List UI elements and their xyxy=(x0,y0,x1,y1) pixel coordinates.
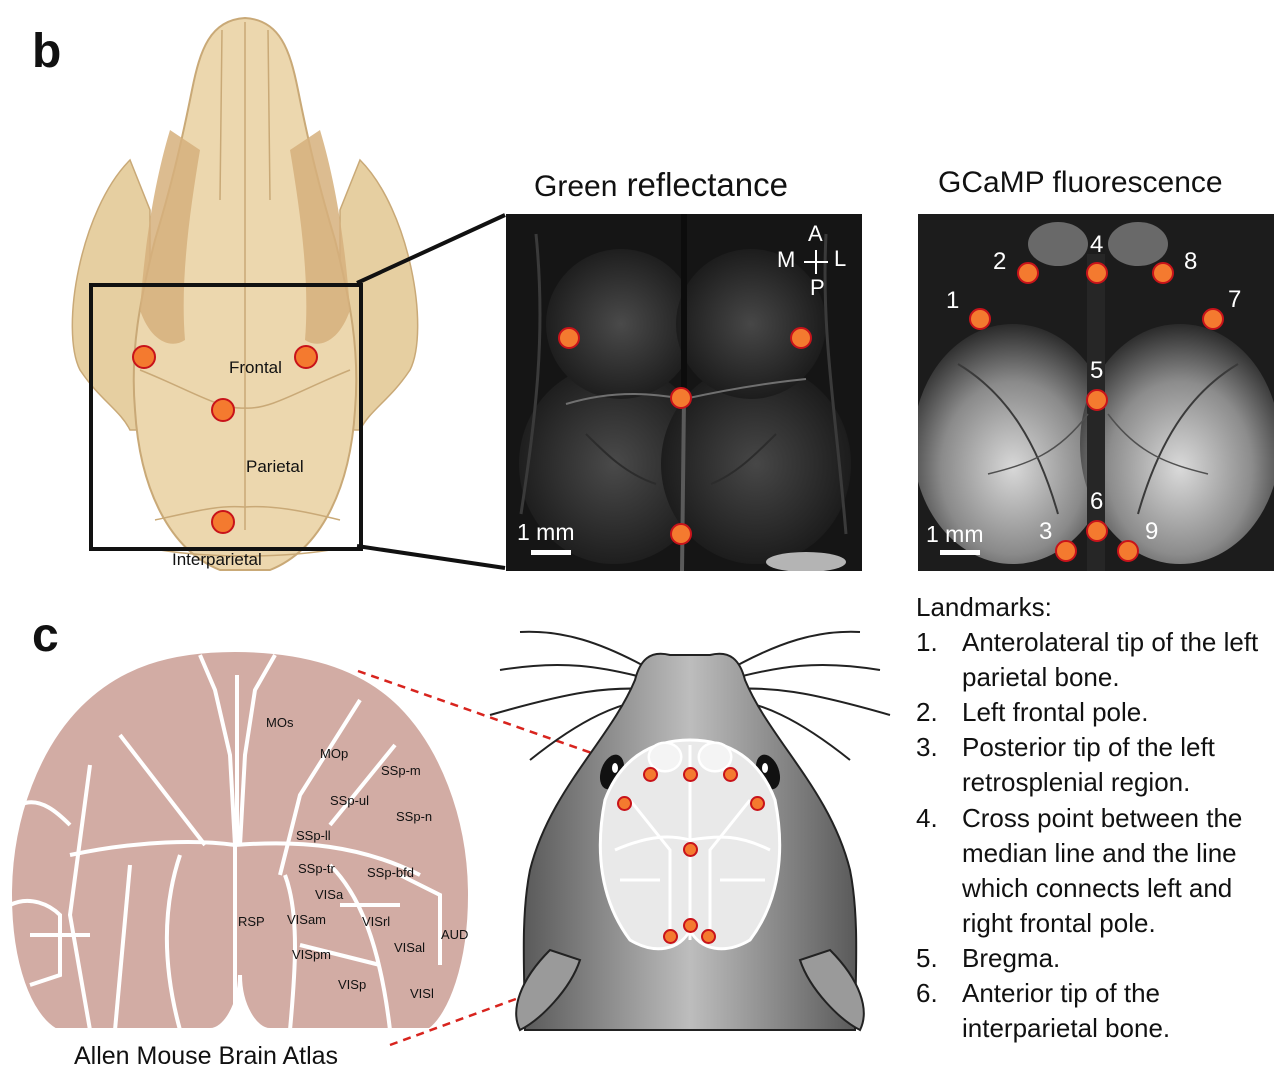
atlas-label-visp: VISp xyxy=(338,977,367,992)
mouse-marker xyxy=(663,929,678,944)
landmark-item: 3. Posterior tip of the left retrosplenia… xyxy=(916,730,1272,800)
gcamp-marker xyxy=(1202,308,1224,330)
gcamp-marker xyxy=(1152,262,1174,284)
atlas-label-ssp-n: SSp-n xyxy=(396,809,433,824)
landmark-number: 3. xyxy=(916,732,938,763)
roi-box xyxy=(89,283,363,551)
landmark-text: Left frontal pole. xyxy=(962,697,1149,728)
gcamp-marker xyxy=(1117,540,1139,562)
atlas-map xyxy=(7,647,473,1032)
atlas-label-rsp: RSP xyxy=(238,914,265,929)
atlas-label-mos: MOs xyxy=(266,715,294,730)
orientation-medial: M xyxy=(777,247,796,272)
mouse-head-illustration xyxy=(489,630,891,1032)
gcamp-marker xyxy=(1086,262,1108,284)
frontal-label: Frontal xyxy=(229,358,282,377)
panel-b-label: b xyxy=(32,25,62,78)
landmark-item: 2. Left frontal pole. xyxy=(916,695,1272,730)
landmark-number: 6. xyxy=(916,978,938,1009)
gcamp-marker-label-9: 9 xyxy=(1145,518,1159,545)
title-part-2: reflectance xyxy=(626,166,788,203)
atlas-caption: Allen Mouse Brain Atlas xyxy=(74,1042,339,1070)
landmark-item: 6. Anterior tip of the interparietal bone… xyxy=(916,976,1272,1046)
gcamp-title: GCaMP fluorescence xyxy=(938,166,1223,199)
atlas-label-ssp-m: SSp-m xyxy=(381,763,421,778)
orientation-anterior: A xyxy=(808,221,823,246)
mouse-marker xyxy=(617,796,632,811)
gcamp-marker xyxy=(1055,540,1077,562)
interparietal-label: Interparietal xyxy=(172,550,262,569)
title-part-1: Green xyxy=(534,170,618,203)
landmark-text: Posterior tip of the left retrosplenial … xyxy=(962,732,1215,798)
gcamp-marker-label-4: 4 xyxy=(1090,231,1104,258)
landmarks-items: 1. Anterolateral tip of the left parietal… xyxy=(916,625,1272,1046)
gcamp-marker xyxy=(1086,389,1108,411)
gcamp-marker-label-7: 7 xyxy=(1228,286,1242,313)
mouse-marker xyxy=(683,918,698,933)
scale-bar-gcamp xyxy=(940,550,980,555)
landmarks-heading: Landmarks: xyxy=(916,592,1052,622)
landmark-item: 5. Bregma. xyxy=(916,941,1272,976)
gcamp-marker-label-3: 3 xyxy=(1039,518,1053,545)
atlas-label-visrl: VISrl xyxy=(362,914,391,929)
landmark-number: 2. xyxy=(916,697,938,728)
skull-marker xyxy=(132,345,156,369)
atlas-label-visal: VISal xyxy=(394,940,426,955)
mouse-marker xyxy=(723,767,738,782)
atlas-label-ssp-ll: SSp-ll xyxy=(296,828,331,843)
skull-marker xyxy=(211,510,235,534)
gcamp-marker xyxy=(969,308,991,330)
landmarks-list: Landmarks: 1. Anterolateral tip of the le… xyxy=(916,590,1272,1046)
orientation-cross xyxy=(804,250,828,274)
orientation-lateral: L xyxy=(834,246,847,271)
atlas-label-vispm: VISpm xyxy=(292,947,332,962)
green-reflectance-title: Green reflectance xyxy=(534,168,788,202)
landmark-number: 5. xyxy=(916,942,938,973)
mouse-marker xyxy=(643,767,658,782)
scale-label-green: 1 mm xyxy=(517,519,575,545)
skull-marker xyxy=(211,398,235,422)
atlas-label-mop: MOp xyxy=(320,746,349,761)
parietal-label: Parietal xyxy=(246,457,304,476)
mouse-marker xyxy=(683,767,698,782)
mouse-marker xyxy=(750,796,765,811)
orientation-posterior: P xyxy=(810,275,825,300)
panel-c-label: c xyxy=(32,609,59,662)
atlas-label-ssp-bfd: SSp-bfd xyxy=(367,865,414,880)
landmark-text: Anterolateral tip of the left parietal b… xyxy=(962,627,1259,693)
gcamp-marker-label-8: 8 xyxy=(1184,248,1198,275)
landmark-number: 1. xyxy=(916,627,938,658)
atlas-label-ssp-ul: SSp-ul xyxy=(330,793,370,808)
gcamp-marker-label-1: 1 xyxy=(946,287,960,314)
reflectance-marker xyxy=(670,523,692,545)
landmark-text: Cross point between the median line and … xyxy=(962,802,1243,938)
scale-bar-green xyxy=(531,550,571,555)
gcamp-marker-label-5: 5 xyxy=(1090,357,1104,384)
gcamp-marker xyxy=(1086,520,1108,542)
landmark-number: 4. xyxy=(916,802,938,833)
atlas-label-aud: AUD xyxy=(441,927,469,942)
atlas-label-visam: VISam xyxy=(287,912,327,927)
gcamp-marker xyxy=(1017,262,1039,284)
mouse-marker xyxy=(683,842,698,857)
landmark-item: 1. Anterolateral tip of the left parietal… xyxy=(916,625,1272,695)
landmark-item: 4. Cross point between the median line an… xyxy=(916,801,1272,941)
atlas-label-visl: VISl xyxy=(410,986,434,1001)
atlas-label-ssp-tr: SSp-tr xyxy=(298,861,335,876)
gcamp-marker-label-2: 2 xyxy=(993,248,1007,275)
skull-marker xyxy=(294,345,318,369)
landmark-text: Anterior tip of the interparietal bone. xyxy=(962,978,1171,1044)
atlas-label-visa: VISa xyxy=(315,887,344,902)
mouse-marker xyxy=(701,929,716,944)
reflectance-marker xyxy=(790,327,812,349)
scale-label-gcamp: 1 mm xyxy=(926,521,984,547)
reflectance-marker xyxy=(558,327,580,349)
gcamp-marker-label-6: 6 xyxy=(1090,488,1104,515)
green-reflectance-image xyxy=(506,214,862,571)
zoom-lines xyxy=(356,213,506,570)
landmark-text: Bregma. xyxy=(962,942,1061,973)
reflectance-marker xyxy=(670,387,692,409)
